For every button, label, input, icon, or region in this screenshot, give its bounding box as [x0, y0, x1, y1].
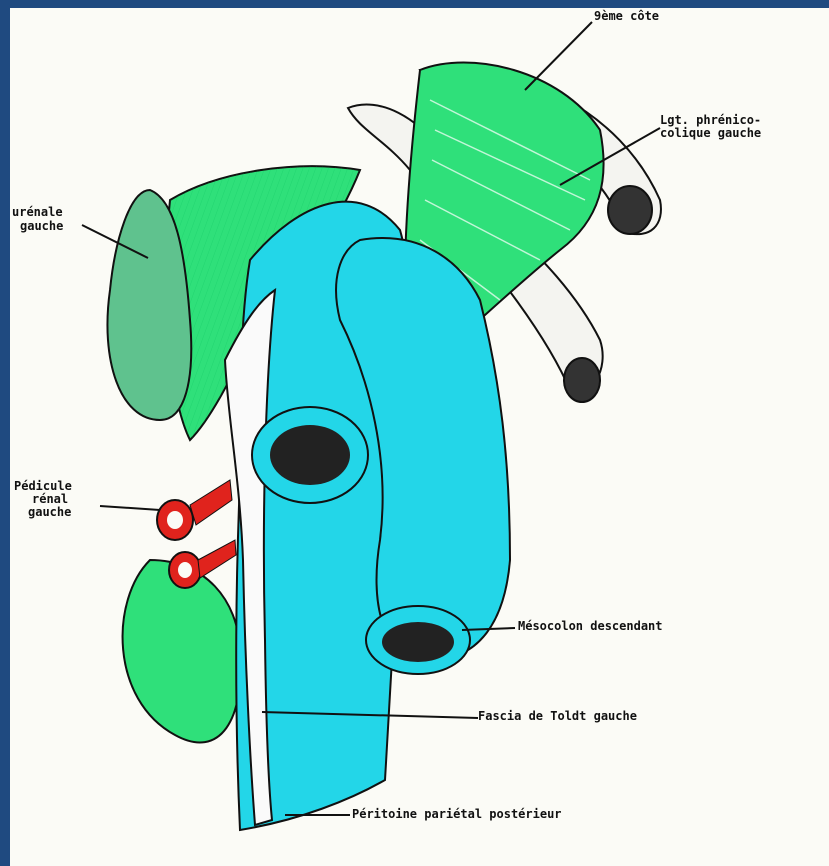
label-mesocolon: Mésocolon descendant	[518, 620, 663, 633]
label-adrenal-line2: gauche	[20, 220, 63, 233]
label-adrenal-line1: urénale	[12, 206, 63, 219]
label-pedicle-line3: gauche	[28, 506, 71, 519]
label-peritoneum: Péritoine pariétal postérieur	[352, 808, 562, 821]
label-fascia: Fascia de Toldt gauche	[478, 710, 637, 723]
colon-upper-lumen	[270, 425, 350, 485]
colon-lower-lumen	[382, 622, 454, 662]
renal-pedicle	[157, 480, 236, 588]
label-rib: 9ème côte	[594, 10, 659, 23]
rib-lower-section	[564, 358, 600, 402]
rib-upper-section	[608, 186, 652, 234]
label-ligament-line2: colique gauche	[660, 127, 761, 140]
